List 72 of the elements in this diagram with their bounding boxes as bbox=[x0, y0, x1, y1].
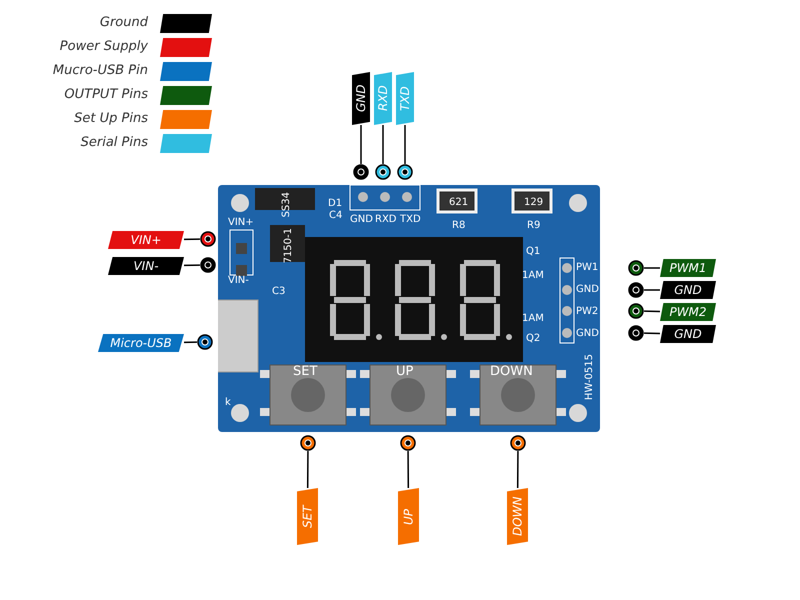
silkscreen-label: GND bbox=[576, 328, 599, 339]
leader-line bbox=[306, 451, 309, 488]
silkscreen-label: TXD bbox=[400, 214, 421, 225]
silkscreen-label: 7150-1 bbox=[283, 228, 294, 264]
silkscreen-label: GND bbox=[576, 284, 599, 295]
leader-line bbox=[644, 332, 660, 334]
pin-label-tag: SET bbox=[297, 488, 318, 545]
silkscreen-label: R9 bbox=[527, 220, 540, 231]
pin-label-tag: PWM1 bbox=[660, 259, 716, 277]
pin-marker bbox=[400, 435, 416, 451]
silkscreen-label: Q2 bbox=[526, 333, 540, 344]
silkscreen-label: R8 bbox=[452, 220, 466, 231]
silkscreen-label: k bbox=[225, 397, 231, 408]
pin-marker bbox=[628, 260, 644, 276]
pin-marker bbox=[510, 435, 526, 451]
pin-label-tag: DOWN bbox=[507, 488, 528, 545]
silkscreen-label: C3 bbox=[272, 286, 286, 297]
legend-label: Ground bbox=[98, 15, 148, 30]
pin-label-tag: TXD bbox=[396, 72, 414, 125]
pin-marker bbox=[300, 435, 316, 451]
legend-label: Power Supply bbox=[58, 39, 148, 54]
pin-label-tag: Micro-USB bbox=[98, 334, 184, 352]
silkscreen-label: 621 bbox=[449, 197, 468, 208]
silkscreen-label: SET bbox=[293, 365, 318, 378]
leader-line bbox=[644, 289, 660, 291]
pin-label-tag: VIN+ bbox=[108, 231, 184, 249]
leader-line bbox=[407, 451, 410, 488]
leader-line bbox=[516, 451, 519, 488]
pin-marker bbox=[353, 164, 369, 180]
pin-label-tag: RXD bbox=[374, 72, 392, 125]
silkscreen-label: VIN- bbox=[228, 275, 249, 286]
silkscreen-label: C4 bbox=[329, 210, 342, 221]
pin-marker bbox=[628, 282, 644, 298]
silkscreen-label: 1AM bbox=[522, 313, 544, 324]
silkscreen-label: VIN+ bbox=[228, 217, 254, 228]
pin-marker bbox=[375, 164, 391, 180]
silkscreen-label: HW-0515 bbox=[584, 354, 595, 400]
silkscreen-label: PW2 bbox=[576, 306, 598, 317]
leader-line bbox=[382, 125, 384, 164]
pin-label-tag: GND bbox=[660, 281, 716, 299]
silkscreen-label: D1 bbox=[328, 198, 342, 209]
leader-line bbox=[404, 125, 406, 164]
silkscreen-label: PW1 bbox=[576, 262, 598, 273]
pin-label-tag: VIN- bbox=[108, 257, 184, 275]
silkscreen-label: 129 bbox=[524, 197, 544, 208]
leader-line bbox=[184, 264, 200, 266]
pin-label-tag: PWM2 bbox=[660, 303, 716, 321]
silkscreen-label: RXD bbox=[375, 214, 396, 225]
legend-label: Set Up Pins bbox=[73, 111, 148, 126]
pin-marker bbox=[197, 334, 213, 350]
pin-marker bbox=[200, 231, 216, 247]
silkscreen-label: GND bbox=[350, 214, 373, 225]
leader-line bbox=[184, 238, 200, 240]
pin-marker bbox=[200, 257, 216, 273]
pin-label-tag: GND bbox=[352, 72, 370, 125]
pin-label-tag: GND bbox=[660, 325, 716, 343]
silkscreen-label: UP bbox=[396, 365, 414, 378]
legend-label: Serial Pins bbox=[80, 135, 148, 150]
leader-line bbox=[360, 125, 362, 164]
silkscreen-label: DOWN bbox=[490, 365, 533, 378]
pin-marker bbox=[628, 303, 644, 319]
silkscreen-label: Q1 bbox=[526, 246, 540, 257]
leader-line bbox=[644, 267, 660, 269]
silkscreen-label: SS34 bbox=[281, 192, 292, 218]
silkscreen-label: 1AM bbox=[522, 270, 544, 281]
pin-marker bbox=[628, 325, 644, 341]
leader-line bbox=[644, 310, 660, 312]
pin-label-tag: UP bbox=[398, 488, 419, 545]
legend-label: OUTPUT Pins bbox=[63, 87, 148, 102]
legend-label: Mucro-USB Pin bbox=[52, 63, 148, 78]
pin-marker bbox=[397, 164, 413, 180]
leader-line bbox=[184, 341, 198, 344]
